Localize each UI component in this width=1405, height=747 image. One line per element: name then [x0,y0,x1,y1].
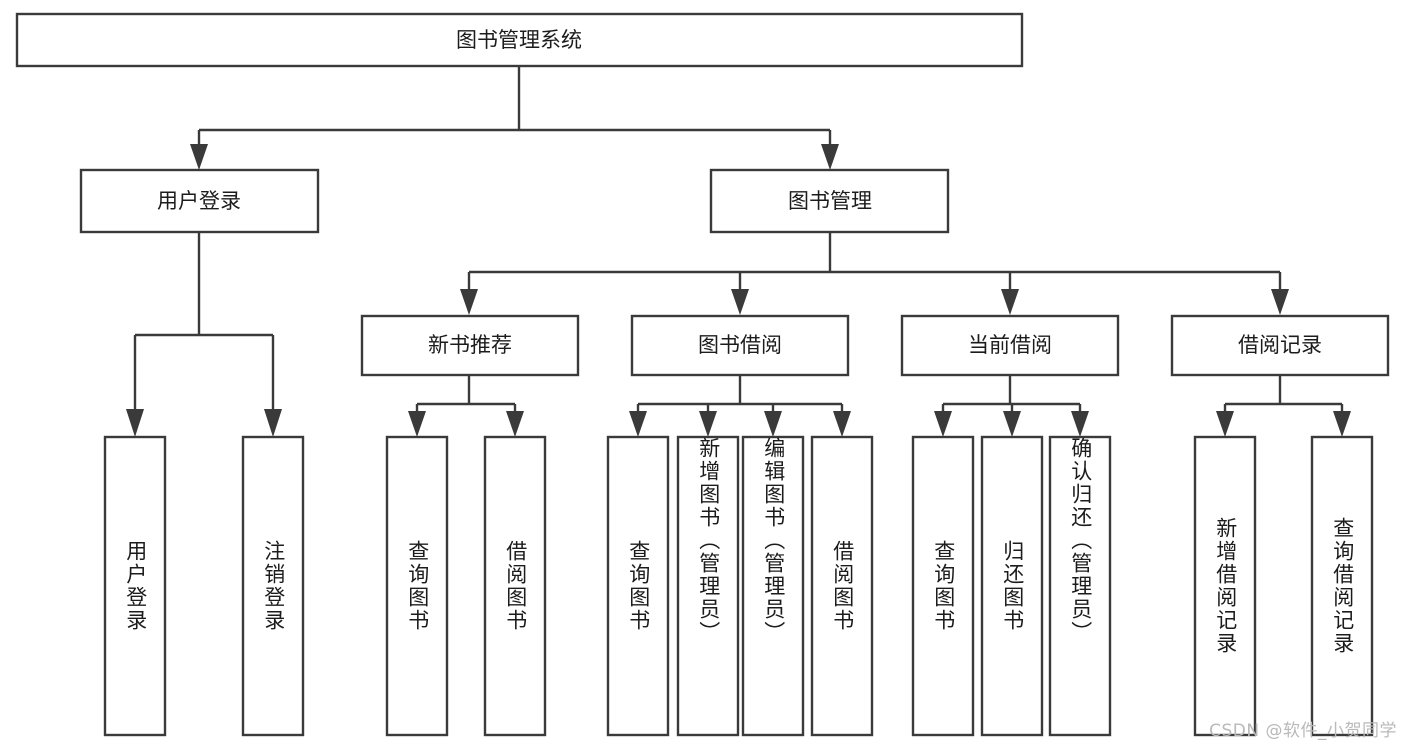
leaf-box-borrow-record-1[interactable] [1310,435,1374,737]
connector-group-book-borrow [629,375,851,437]
connector-group-new-book [408,375,524,437]
arrow-borrow-record-leaf-0 [1216,411,1234,437]
node-book-management-label: 图书管理 [788,189,872,213]
watermark-text: CSDN @软件_小贺同学 [1209,721,1397,741]
connector-group-root [190,66,839,170]
leaf-box-current-borrow-2[interactable] [1048,435,1112,737]
leaf-box-book-borrow-0[interactable] [606,435,670,737]
arrow-to-borrow-record [1271,289,1289,315]
node-borrow-record[interactable]: 借阅记录 [1170,314,1390,377]
leaf-box-user-login-0[interactable] [103,435,167,737]
leaf-box-user-login-1[interactable] [241,435,305,737]
node-new-book-recommend[interactable]: 新书推荐 [360,314,580,377]
arrow-current-borrow-leaf-2 [1071,411,1089,437]
node-book-borrow-label: 图书借阅 [698,333,782,357]
node-current-borrow-box[interactable] [900,314,1120,377]
leaf-box-new-book-0[interactable] [385,435,449,737]
leaf-box-borrow-record-0[interactable] [1193,435,1257,737]
node-root[interactable]: 图书管理系统 [15,12,1024,68]
node-borrow-record-label: 借阅记录 [1238,333,1322,357]
node-user-login[interactable]: 用户登录 [79,168,320,234]
leaf-box-book-borrow-2[interactable] [741,435,805,737]
arrow-root-to-book-mgmt [821,144,839,170]
arrow-to-current-borrow [1001,289,1019,315]
leaf-box-new-book-1[interactable] [483,435,547,737]
node-book-borrow[interactable]: 图书借阅 [630,314,850,377]
arrow-new-book-leaf-1 [506,411,524,437]
node-borrow-record-box[interactable] [1170,314,1390,377]
arrow-user-login-leaf-1 [264,409,282,437]
node-book-management[interactable]: 图书管理 [709,168,950,234]
leaf-box-book-borrow-1[interactable] [676,435,740,737]
node-new-book-recommend-box[interactable] [360,314,580,377]
connector-group-user-login [126,232,282,437]
leaf-box-current-borrow-0[interactable] [911,435,975,737]
arrow-root-to-user-login [190,144,208,170]
node-user-login-label: 用户登录 [157,189,241,213]
arrow-to-new-book [460,289,478,315]
arrow-user-login-leaf-0 [126,409,144,437]
leaf-box-book-borrow-3[interactable] [810,435,874,737]
arrow-book-borrow-leaf-1 [699,411,717,437]
arrow-to-book-borrow [731,289,749,315]
arrow-book-borrow-leaf-3 [833,411,851,437]
leaf-box-current-borrow-1[interactable] [980,435,1044,737]
leaf-boxes [103,435,1374,737]
node-new-book-recommend-label: 新书推荐 [428,333,512,357]
connector-group-book-mgmt [460,232,1289,315]
node-current-borrow-label: 当前借阅 [968,333,1052,357]
connector-group-borrow-record [1216,375,1351,437]
node-user-login-box[interactable] [79,168,320,234]
arrow-current-borrow-leaf-0 [934,411,952,437]
arrow-current-borrow-leaf-1 [1003,411,1021,437]
node-root-box[interactable] [15,12,1024,68]
arrow-borrow-record-leaf-1 [1333,411,1351,437]
connector-group-current-borrow [934,375,1089,437]
arrow-book-borrow-leaf-2 [764,411,782,437]
arrow-new-book-leaf-0 [408,411,426,437]
arrow-book-borrow-leaf-0 [629,411,647,437]
node-current-borrow[interactable]: 当前借阅 [900,314,1120,377]
node-book-borrow-box[interactable] [630,314,850,377]
node-root-label: 图书管理系统 [456,28,582,52]
node-book-management-box[interactable] [709,168,950,234]
